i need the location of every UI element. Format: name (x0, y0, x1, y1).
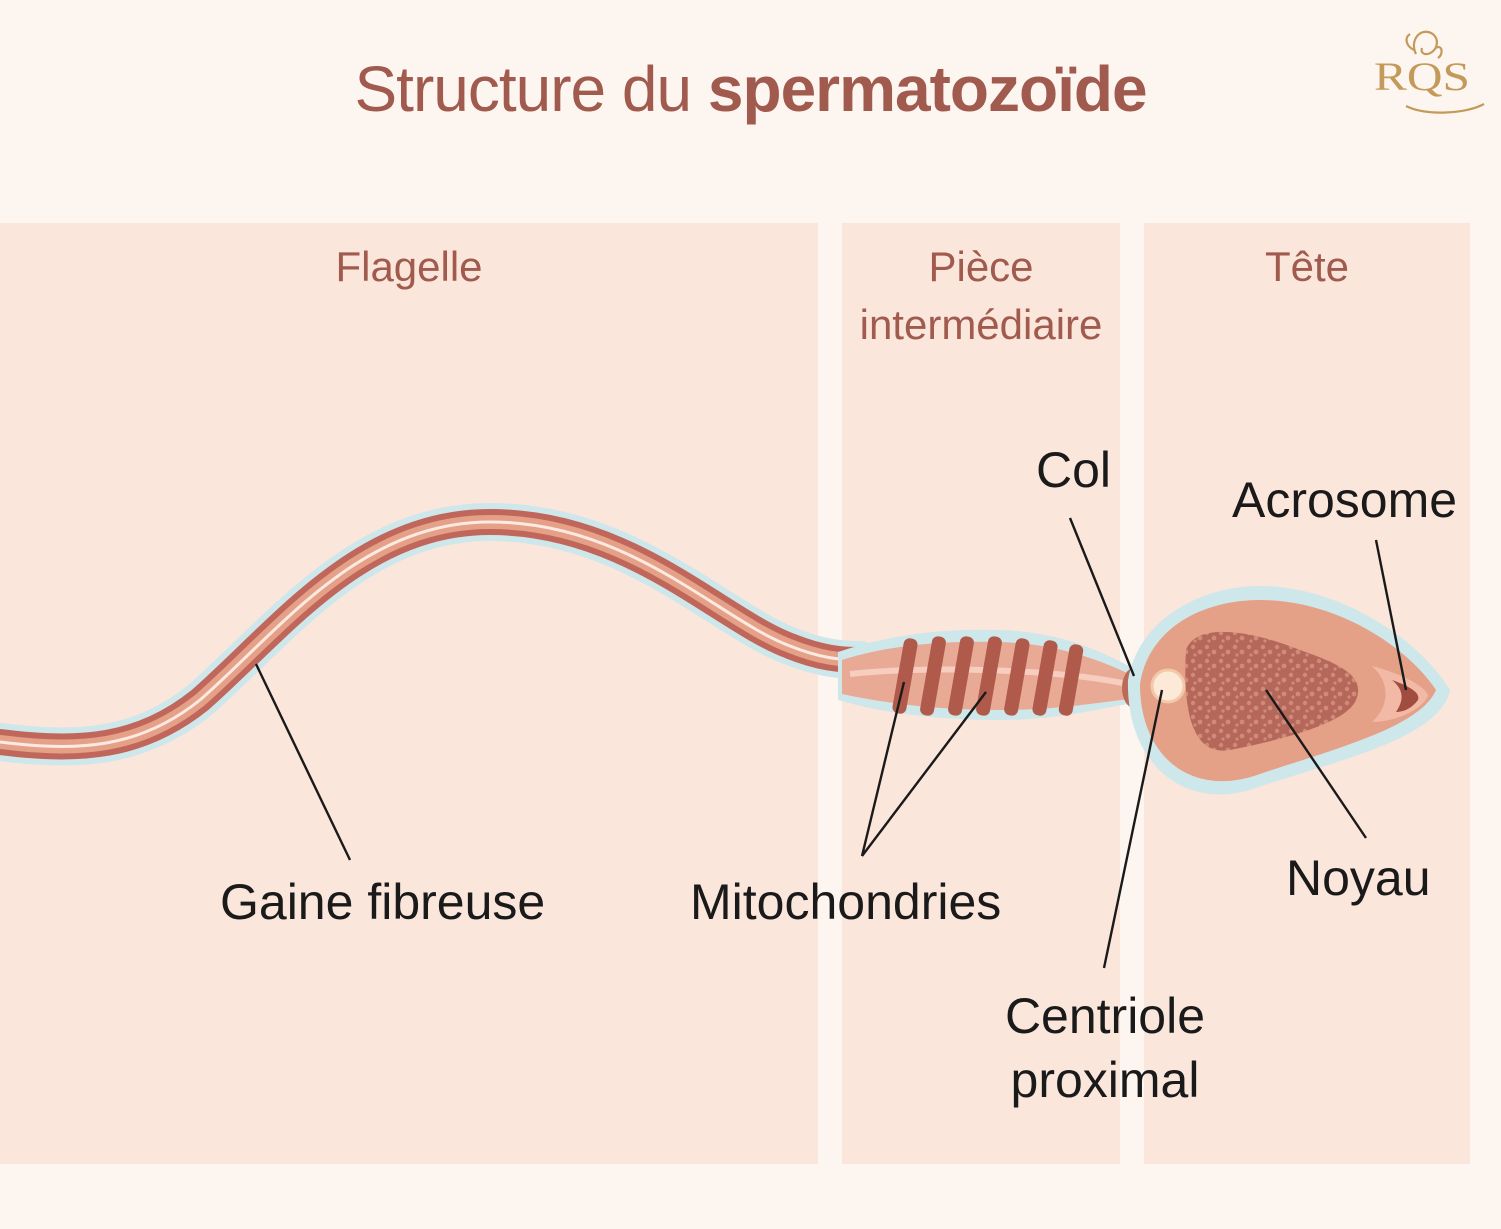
leader-mito-2 (861, 691, 987, 857)
leader-gaine (254, 663, 352, 861)
label-col: Col (1036, 442, 1112, 498)
section-label-piece-line2: intermédiaire (859, 301, 1103, 348)
label-noyau: Noyau (1286, 850, 1431, 906)
midpiece (838, 629, 1146, 720)
page-title: Structure du spermatozoïde (0, 52, 1501, 126)
sperm-head (1127, 586, 1450, 795)
leader-acrosome (1374, 539, 1408, 691)
label-gaine-fibreuse: Gaine fibreuse (220, 874, 546, 930)
leader-col (1068, 517, 1136, 677)
label-centriole-proximal: Centriole proximal (990, 984, 1220, 1112)
section-label-flagelle: Flagelle (335, 243, 483, 290)
leader-centriole (1102, 689, 1164, 969)
leader-lines (254, 517, 1408, 969)
section-label-piece: Pièce intermédiaire (842, 238, 1120, 354)
panel-flagelle (0, 223, 818, 1164)
title-bold: spermatozoïde (707, 53, 1148, 125)
leader-mito-1 (860, 681, 906, 857)
flagellum (0, 502, 879, 766)
leader-noyau (1265, 689, 1367, 839)
title-regular: Structure du (354, 53, 708, 125)
logo-text: RQS (1374, 54, 1470, 99)
section-label-tete: Tête (1264, 243, 1350, 290)
label-centriole-line1: Centriole (1004, 988, 1206, 1044)
rqs-logo: RQS (1374, 30, 1485, 114)
label-centriole-line2: proximal (1010, 1052, 1200, 1108)
label-acrosome: Acrosome (1232, 472, 1458, 528)
section-label-piece-line1: Pièce (928, 243, 1034, 290)
label-mitochondries: Mitochondries (690, 874, 1002, 930)
